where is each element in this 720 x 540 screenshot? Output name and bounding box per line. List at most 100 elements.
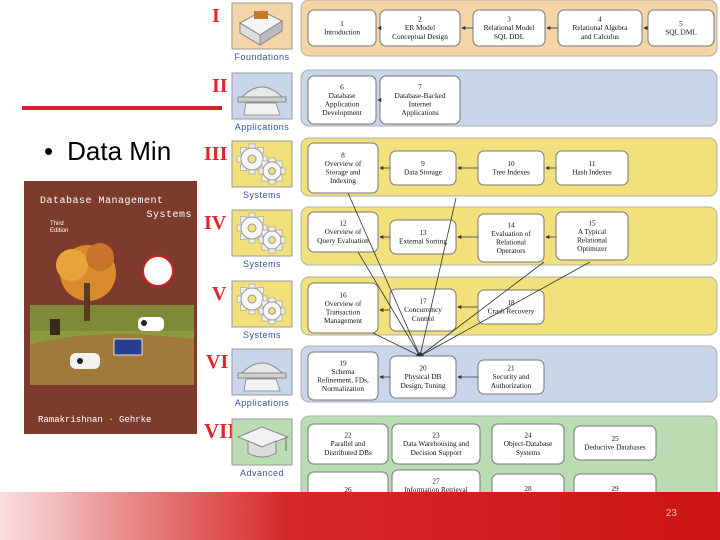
chapter-number: 4 (598, 15, 602, 24)
chapter-number: 20 (419, 364, 427, 373)
part-name: Foundations (234, 52, 289, 62)
chapter-title-line: Relational (577, 236, 607, 245)
chapter-number: 8 (341, 150, 345, 159)
chapter-title-line: Systems (516, 448, 540, 457)
chapter-box (491, 423, 565, 465)
chapter-number: 27 (432, 476, 440, 485)
chapter-title-line: Overview of (325, 159, 362, 168)
chapter-title-line: Storage and (326, 168, 361, 177)
gears-icon (231, 140, 293, 188)
chapter-title-line: and Calculus (581, 32, 619, 41)
chapter-number: 11 (588, 159, 595, 168)
chapter-title-line: Data Warehousing and (403, 439, 469, 448)
building-blocks-icon (231, 2, 293, 50)
chapter-title-line: Relational (496, 238, 526, 247)
part-numeral: II (212, 75, 228, 97)
chapter-title-line: Database-Backed (394, 91, 445, 100)
dependency-arrows (347, 26, 648, 379)
footer-bar (0, 492, 720, 540)
chapter-number: 24 (524, 431, 532, 440)
chapter-number: 9 (421, 159, 425, 168)
part-name: Systems (243, 190, 281, 200)
chapter-number: 18 (507, 298, 515, 307)
chapter-number: 15 (588, 218, 596, 227)
graduation-cap-icon (231, 418, 293, 466)
chapter-title-line: Control (412, 314, 434, 323)
flow-arrow (419, 261, 545, 357)
chapter-title-line: Overview of (325, 227, 362, 236)
chapter-number: 16 (339, 290, 347, 299)
chapter-title-line: Distributed DBs (324, 448, 372, 457)
bullet-item: •Data Min (44, 136, 171, 167)
part-name: Systems (243, 330, 281, 340)
bullet-text: Data Min (67, 136, 172, 166)
chapter-title-line: Concurrency (404, 305, 442, 314)
chapter-title-line: Conceptual Design (392, 32, 448, 41)
hard-hat-hand-icon (231, 72, 293, 120)
chapter-title-line: Deductive Databases (584, 443, 646, 452)
chapter-number: 14 (507, 220, 515, 229)
book-title-line2: Systems (146, 210, 192, 221)
flow-arrow (347, 192, 421, 357)
chapter-title-line: SQL DML (665, 28, 697, 37)
hard-hat-hand-icon (231, 348, 293, 396)
chapter-number: 29 (611, 484, 619, 493)
chapter-title-line: Security and (493, 372, 530, 381)
gears-icon (231, 209, 293, 257)
chapter-title-line: Application (325, 100, 360, 109)
edition-line2: Edition (50, 228, 69, 234)
book-cover: Database Management Systems Third Editio… (24, 181, 197, 434)
chapter-number: 3 (507, 15, 511, 24)
chapter-number: 10 (507, 159, 515, 168)
chapter-title-line: Transaction (326, 308, 361, 317)
part-numeral: III (204, 143, 228, 165)
chapter-title-line: Internet (409, 100, 432, 109)
chapter-title-line: External Sorting (399, 237, 447, 246)
flow-arrow (357, 251, 421, 357)
flow-arrow (419, 261, 591, 357)
gears-icon (231, 280, 293, 328)
chapter-title-line: Development (322, 108, 361, 117)
chapter-number: 21 (507, 364, 515, 373)
chapter-title-line: Query Evaluation (317, 236, 369, 245)
chapter-number: 7 (418, 82, 422, 91)
chapter-title-line: Parallel and (331, 439, 366, 448)
chapter-title-line: Evaluation of (491, 229, 531, 238)
chapter-title-line: Data Storage (404, 168, 442, 177)
part-name: Advanced (240, 468, 284, 478)
book-title-line1: Database Management (40, 196, 164, 207)
chapter-title-line: Information Retrieval (404, 485, 467, 494)
chapter-box (391, 423, 481, 465)
chapter-title-line: Indexing (330, 176, 356, 185)
chapter-title-line: SQL DDL (494, 32, 525, 41)
chapter-title-line: Physical DB (405, 372, 442, 381)
chapter-number: 2 (418, 15, 422, 24)
part-ii: IIApplications6DatabaseApplicationDevelo… (212, 69, 718, 132)
chapter-title-line: Introduction (324, 28, 360, 37)
chapter-title-line: Optimizer (577, 244, 607, 253)
part-numeral: I (212, 5, 220, 27)
chapter-number: 17 (419, 297, 427, 306)
part-numeral: VI (206, 351, 228, 373)
chapter-title-line: Object-Database (504, 439, 553, 448)
chapter-title-line: A Typical (578, 227, 606, 236)
